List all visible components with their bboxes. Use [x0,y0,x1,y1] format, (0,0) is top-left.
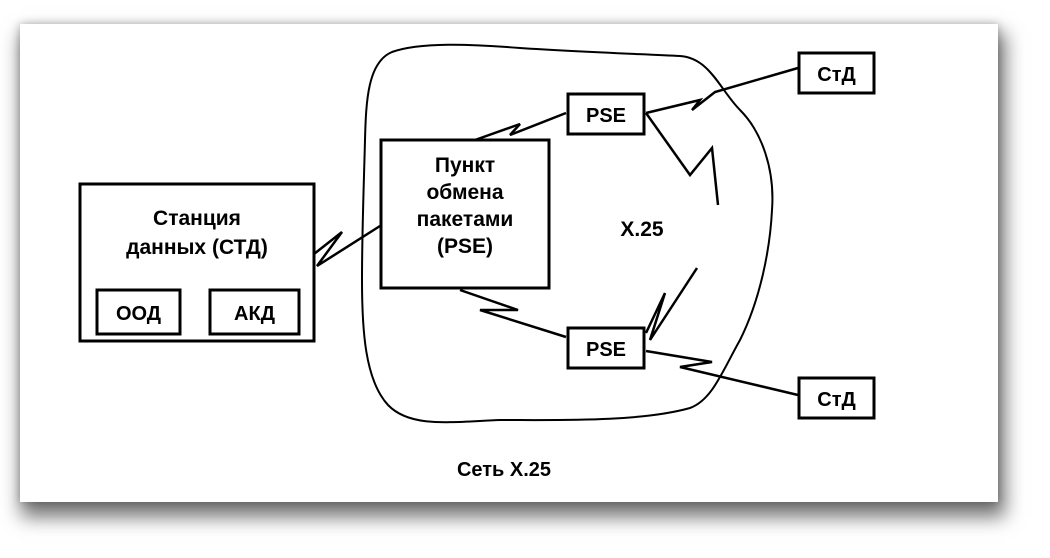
station-title-line1: Станция [153,207,241,230]
main-pse-line1: Пункт [435,154,495,177]
akd-box [208,288,301,336]
link-pse-pse-top [474,111,567,142]
station-title-line2: данных (СТД) [126,236,268,259]
std-top-label: СтД [817,64,856,86]
akd-label: АКД [234,303,275,325]
main-pse-line2: обмена [426,181,503,204]
std-bottom-label: СтД [817,389,856,411]
link-pse-std-bottom [645,349,799,397]
main-pse-line3: пакетами [417,208,514,231]
pse-bottom-label: PSE [586,339,626,361]
ood-box [95,288,182,336]
std-bottom-box [797,376,876,420]
ood-label: ООД [116,303,161,325]
pse-bottom-box [566,326,646,370]
link-pse-top-right [644,112,720,206]
main-pse-line4: (PSE) [437,235,493,258]
pse-top-label: PSE [586,105,626,127]
pse-top-box [566,92,646,136]
main-pse-box [379,138,551,290]
link-pse-std-top [645,66,799,115]
diagram-caption: Сеть X.25 [457,459,551,481]
link-station-pse [313,224,381,268]
network-cloud [360,43,774,424]
link-pse-pse-bottom [459,288,567,339]
link-pse-bottom-right [644,267,699,341]
std-top-box [797,51,876,95]
network-label: X.25 [620,218,664,241]
